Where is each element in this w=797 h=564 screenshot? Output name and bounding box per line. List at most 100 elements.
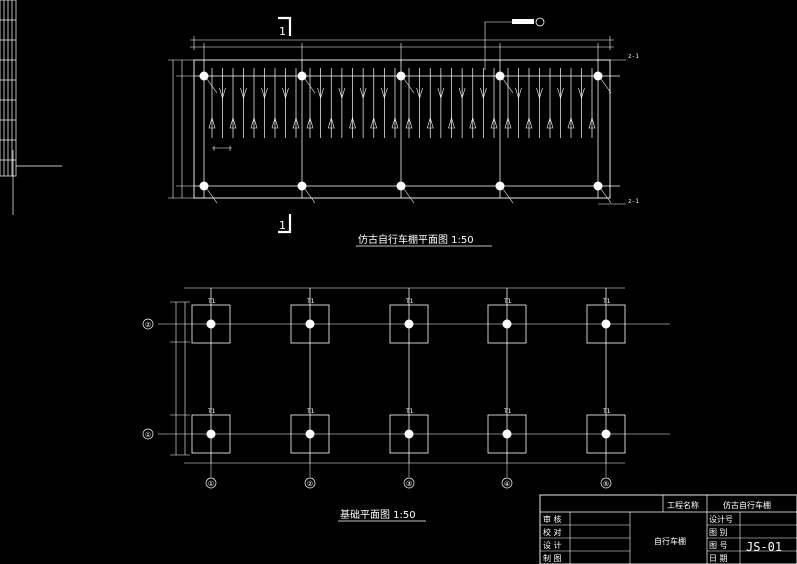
role-check: 校 对	[543, 527, 562, 537]
column-axis-label: ④	[504, 480, 510, 488]
section-mark-bottom: 1	[278, 214, 292, 234]
plan-rafter-arrow	[504, 116, 512, 129]
column-axes: ① ② ③ ④ ⑤	[205, 463, 612, 489]
footing-label: T1	[306, 298, 315, 305]
plan-rafter-arrow	[219, 87, 226, 100]
footing-label: T1	[306, 408, 315, 415]
plan-rafter-arrow	[490, 116, 498, 129]
column-axis-label: ②	[307, 480, 313, 488]
plan-rafter-arrow	[567, 116, 575, 129]
plan-rafter-arrow	[405, 116, 413, 129]
svg-text:z-1: z-1	[628, 198, 639, 205]
foundation-title: 基础平面图 1:50	[340, 508, 416, 521]
plan-column-circle	[199, 181, 209, 191]
plan-view: 1 1 z-1 z-1 仿古自行车棚平面图 1:50	[168, 16, 639, 247]
footing-pad	[586, 414, 626, 454]
column-axis-bubble	[403, 477, 415, 489]
section-tag-bottom: z-1	[598, 198, 639, 205]
plan-column-leader	[600, 78, 612, 94]
project-label: 工程名称	[667, 500, 699, 510]
footing-label: T1	[207, 408, 216, 415]
footing-label: T1	[503, 408, 512, 415]
footing-label: T1	[503, 298, 512, 305]
role-design: 设 计	[543, 540, 562, 550]
plan-rafter-arrow	[292, 116, 300, 129]
plan-rafter-arrow	[469, 116, 477, 129]
project-name: 仿古自行车棚	[723, 500, 771, 510]
footing-pad	[487, 414, 527, 454]
plan-rafter-arrow	[546, 116, 554, 129]
plan-rafter-arrow	[271, 116, 279, 129]
footing-label: T1	[602, 408, 611, 415]
plan-rafter-arrow	[370, 116, 378, 129]
column-axis-bubble	[501, 477, 513, 489]
plan-rafter-arrow	[381, 87, 388, 100]
plan-dimensions	[168, 36, 614, 199]
column-axis-label: ⑤	[603, 480, 609, 488]
plan-rafter-arrow	[588, 116, 596, 129]
plan-rafter-arrow	[250, 116, 258, 129]
drawing-name: 自行车棚	[654, 536, 686, 546]
plan-rafter-arrow	[480, 87, 487, 100]
plan-rafter-arrow	[338, 87, 346, 100]
svg-text:②: ②	[145, 321, 151, 329]
plan-rafter-arrow	[282, 87, 289, 100]
plan-title: 仿古自行车棚平面图 1:50	[358, 233, 474, 246]
field-drawing-no: 图 号	[709, 541, 728, 550]
plan-rafter-arrow	[261, 87, 268, 100]
field-category: 图 别	[709, 528, 728, 537]
footing-label: T1	[405, 298, 414, 305]
footing-label: T1	[207, 298, 216, 305]
column-axis-label: ③	[406, 480, 412, 488]
plan-rafter-arrow	[426, 116, 434, 129]
plan-column-circle	[297, 181, 307, 191]
column-axis-bubble	[205, 477, 217, 489]
plan-rafter-arrow	[327, 116, 335, 129]
title-block: 工程名称 仿古自行车棚 审 核 校 对 设 计 制 图 自行车棚 设计号 图 别…	[539, 494, 797, 564]
section-tag-top: z-1	[598, 53, 639, 61]
plan-column-leader	[403, 188, 415, 204]
plan-rafter-arrow	[317, 87, 324, 100]
column-axis-label: ①	[208, 480, 214, 488]
svg-text:1: 1	[279, 219, 286, 232]
row-axis-2: ②	[142, 318, 154, 330]
svg-text:1: 1	[279, 25, 286, 38]
drawing-number: JS-01	[746, 540, 782, 554]
column-axis-bubble	[600, 477, 612, 489]
footing-column	[502, 429, 512, 439]
plan-rafters	[208, 68, 596, 138]
scale-mark	[212, 146, 232, 151]
plan-column-leader	[206, 188, 218, 204]
left-edge-grid	[0, 0, 62, 215]
plan-columns	[199, 60, 612, 204]
plan-rafter-arrow	[359, 87, 367, 100]
plan-rafter-arrow	[525, 116, 533, 129]
footing-column	[601, 429, 611, 439]
plan-rafter-arrow	[416, 87, 423, 100]
row-axis-1: ①	[142, 428, 154, 440]
plan-rafter-arrow	[578, 87, 585, 100]
footing-pad	[290, 414, 330, 454]
plan-rafter-arrow	[306, 116, 314, 129]
leader-callout	[484, 17, 545, 70]
footing-column	[206, 429, 216, 439]
plan-rafter-arrow	[448, 116, 455, 129]
plan-rafter-arrow	[391, 116, 399, 129]
footing-pad	[389, 414, 429, 454]
column-axis-bubble	[304, 477, 316, 489]
footing-pad	[191, 414, 231, 454]
footing-label: T1	[405, 408, 414, 415]
svg-text:①: ①	[145, 431, 151, 439]
plan-rafter-arrow	[557, 87, 564, 100]
plan-rafter-arrow	[458, 87, 466, 100]
role-draw: 制 图	[543, 553, 562, 563]
plan-column-circle	[593, 181, 603, 191]
plan-rafter-arrow	[437, 87, 445, 100]
footing-label: T1	[602, 298, 611, 305]
role-approve: 审 核	[543, 514, 562, 524]
foundation-dimensions	[170, 287, 625, 464]
section-mark-top: 1	[278, 16, 292, 38]
